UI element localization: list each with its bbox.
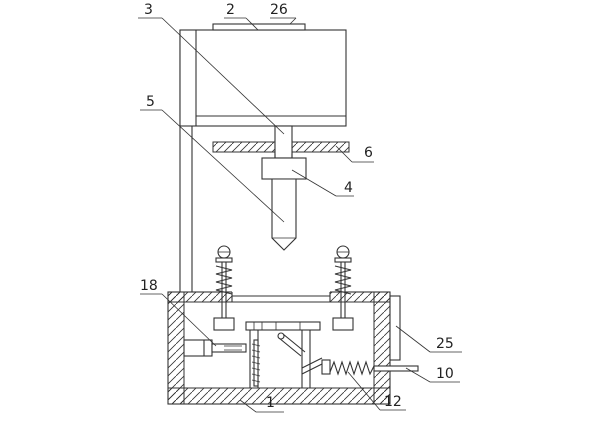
label-3: 3 bbox=[144, 2, 153, 18]
guide-plate bbox=[212, 140, 350, 158]
label-1: 1 bbox=[266, 395, 275, 411]
top-cap bbox=[212, 23, 306, 31]
link-arms bbox=[277, 332, 323, 375]
label-18: 18 bbox=[140, 278, 158, 294]
cylinder bbox=[183, 339, 247, 357]
label-6: 6 bbox=[364, 145, 373, 161]
push-rod bbox=[373, 365, 419, 372]
spring bbox=[321, 359, 375, 376]
right-spring-clamp bbox=[332, 245, 354, 331]
motor-housing bbox=[179, 29, 347, 127]
side-plate bbox=[389, 295, 401, 361]
label-26: 26 bbox=[270, 2, 288, 18]
label-2: 2 bbox=[226, 2, 235, 18]
label-25: 25 bbox=[436, 336, 454, 352]
leader-lines bbox=[138, 17, 462, 413]
label-10: 10 bbox=[436, 366, 454, 382]
threaded-rod bbox=[251, 339, 261, 387]
drill-bit bbox=[271, 178, 297, 251]
label-5: 5 bbox=[146, 94, 155, 110]
label-4: 4 bbox=[344, 180, 353, 196]
label-12: 12 bbox=[384, 394, 402, 410]
left-spring-clamp bbox=[213, 245, 235, 331]
chuck bbox=[261, 157, 307, 180]
